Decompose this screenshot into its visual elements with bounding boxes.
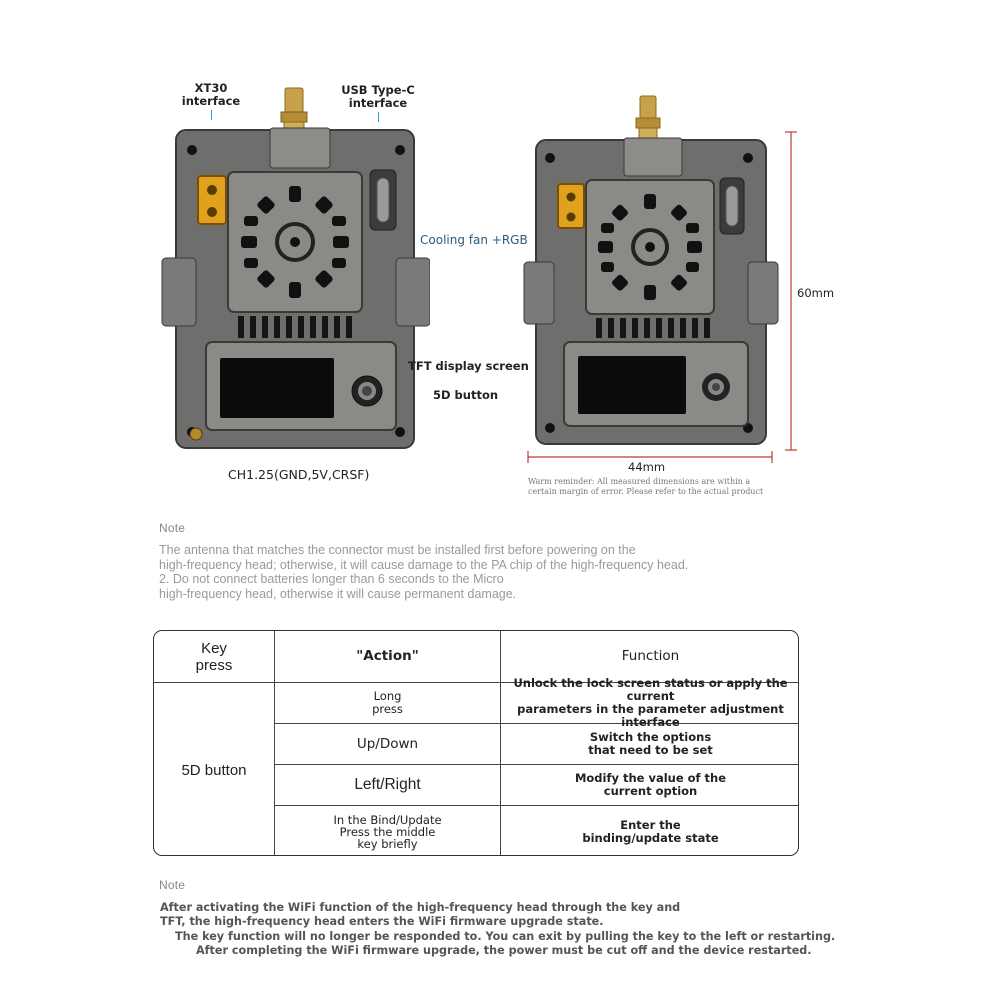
note2-line: After activating the WiFi function of th… xyxy=(160,901,681,914)
device-front-view xyxy=(161,87,430,449)
note2-line: After completing the WiFi firmware upgra… xyxy=(196,944,812,957)
xt30-label: XT30 interface xyxy=(181,81,241,108)
note-body-1: The antenna that matches the connector m… xyxy=(159,543,688,601)
row-function: Enter the binding/update state xyxy=(582,817,719,845)
note-title-2: Note xyxy=(159,878,186,892)
five-d-label: 5D button xyxy=(433,388,499,402)
row-action: Left/Right xyxy=(354,776,421,793)
dimension-lines xyxy=(527,131,797,463)
header-function: Function xyxy=(621,648,680,664)
usb-leader xyxy=(378,112,379,122)
tft-label: TFT display screen xyxy=(408,359,529,373)
note2-line: TFT, the high-frequency head enters the … xyxy=(160,915,604,928)
five-d-button xyxy=(351,375,383,407)
key-function-table: Key press "Action" Function 5D button Lo… xyxy=(153,630,799,856)
usb-label: USB Type-C interface xyxy=(341,83,415,110)
device-dimension-view xyxy=(523,95,779,445)
note2-line: The key function will no longer be respo… xyxy=(175,930,836,943)
cooling-fan-vents xyxy=(241,186,349,298)
row-action: Long press xyxy=(372,689,403,716)
heatsink-fins xyxy=(238,316,352,338)
row-function: Modify the value of the current option xyxy=(574,771,727,798)
ch-label: CH1.25(GND,5V,CRSF) xyxy=(228,467,370,482)
warm-reminder: Warm reminder: All measured dimensions a… xyxy=(528,477,764,496)
row-action: Up/Down xyxy=(356,735,419,752)
key-cell-5d-button: 5D button xyxy=(181,761,247,779)
row-action: In the Bind/Update Press the middle key … xyxy=(333,812,442,851)
tft-screen xyxy=(220,358,334,418)
note1-line: high-frequency head, otherwise it will c… xyxy=(159,586,517,601)
note1-line: 2. Do not connect batteries longer than … xyxy=(159,572,504,586)
sma-antenna-connector xyxy=(280,87,308,135)
height-dimension-label: 60mm xyxy=(797,286,835,300)
row-function: Switch the options that need to be set xyxy=(588,730,713,757)
header-key-press: Key press xyxy=(195,639,233,674)
fan-label: Cooling fan +RGB xyxy=(420,233,528,247)
row-function: Unlock the lock screen status or apply t… xyxy=(513,676,788,729)
note1-line: The antenna that matches the connector m… xyxy=(159,543,636,557)
header-action: "Action" xyxy=(356,648,419,664)
xt30-leader xyxy=(211,110,212,120)
note-title-1: Note xyxy=(159,521,186,535)
usb-c-port xyxy=(369,169,397,231)
width-dimension-label: 44mm xyxy=(628,460,666,474)
xt30-connector xyxy=(197,175,227,225)
note1-line: high-frequency head; otherwise, it will … xyxy=(159,557,689,572)
